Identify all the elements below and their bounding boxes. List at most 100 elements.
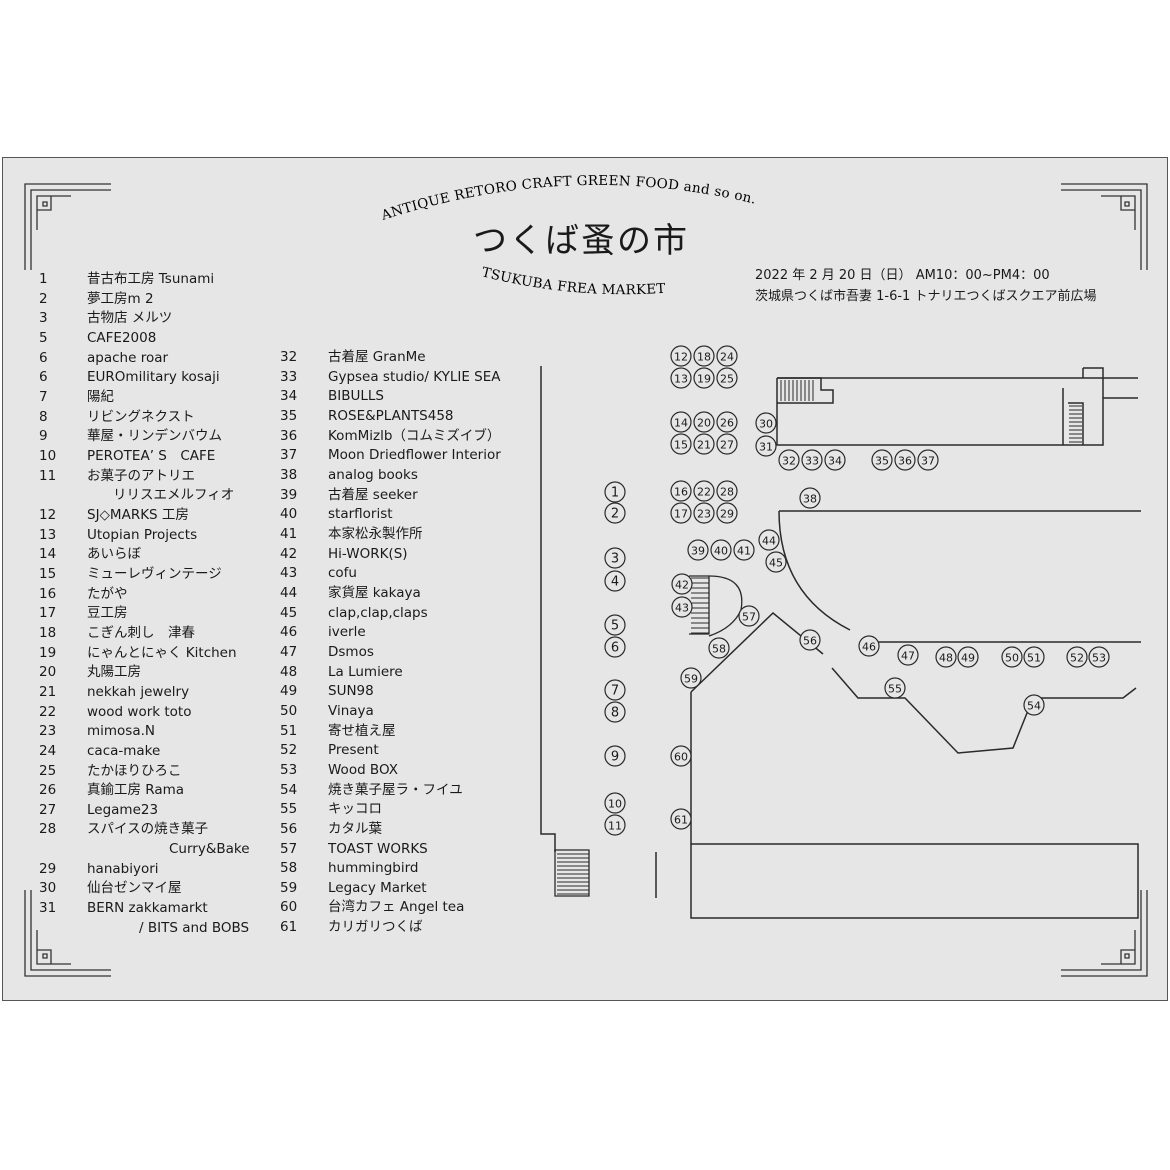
map-wall [776,378,1138,446]
booth-marker: 38 [799,487,821,509]
booth-marker-circle [755,435,777,457]
booth-marker: 54 [1023,694,1045,716]
booth-marker-label: 10 [608,798,622,811]
corner-ornament [1061,183,1148,270]
booth-marker: 57 [738,605,760,627]
vendor-name: nekkah jewelry [87,683,190,700]
map-wall [540,366,556,852]
vendor-number: 55 [280,801,298,818]
booth-marker: 18 [693,345,715,367]
vendor-number: 51 [280,722,298,739]
booth-marker-circle [693,367,715,389]
booth-marker-circle [670,480,692,502]
booth-marker-circle [824,449,846,471]
booth-marker-label: 45 [769,557,783,570]
booth-marker-label: 30 [759,418,773,431]
map-wall [1068,402,1084,445]
vendor-name: Gypsea studio/ KYLIE SEA [328,368,501,385]
booth-marker-circle [671,573,693,595]
booth-marker-label: 3 [611,552,619,567]
booth-marker-circle [716,502,738,524]
vendor-number: 7 [39,388,48,405]
vendor-name: カリガリつくば [328,919,423,936]
booth-marker-circle [799,629,821,651]
vendor-number: 8 [39,408,48,425]
booth-marker: 15 [670,433,692,455]
booth-marker: 19 [693,367,715,389]
booth-marker: 33 [801,449,823,471]
booth-marker-circle [1001,646,1023,668]
booth-marker-circle [670,502,692,524]
vendor-number: 26 [39,782,57,799]
vendor-number: 11 [39,467,57,484]
booth-marker-circle [670,411,692,433]
vendor-number: 46 [280,624,298,641]
vendor-number: 35 [280,407,298,424]
booth-marker-circle [693,411,715,433]
corner-ornaments [24,183,1148,977]
map-wall [831,667,1137,754]
booth-marker-label: 39 [691,545,705,558]
vendor-name: Curry&Bake [169,841,250,858]
booth-marker-circle [604,814,626,836]
vendor-number: 28 [39,821,57,838]
vendor-number: 56 [280,820,298,837]
booth-marker-label: 41 [737,545,751,558]
booth-marker: 32 [778,449,800,471]
booth-marker-label: 22 [697,486,711,499]
booth-marker: 25 [716,367,738,389]
vendor-number: 60 [280,899,298,916]
vendor-number: 59 [280,879,298,896]
booth-marker: 26 [716,411,738,433]
booth-marker-circle [1088,646,1110,668]
vendor-name: KomMizlb（コムミズイブ） [328,427,501,444]
vendor-name: 陽紀 [87,388,114,405]
booth-marker-label: 18 [697,351,711,364]
vendor-number: 58 [280,860,298,877]
booth-marker-circle [693,502,715,524]
booth-marker-circle [1023,694,1045,716]
booth-marker-label: 14 [674,417,688,430]
booth-marker-label: 49 [961,652,975,665]
vendor-name: 古物店 メルツ [87,310,173,327]
vendor-name: apache roar [87,349,169,366]
booth-marker-label: 58 [712,643,726,656]
booth-marker-circle [801,449,823,471]
booth-marker-circle [693,433,715,455]
booth-marker-circle [716,433,738,455]
booth-marker-circle [604,570,626,592]
vendor-number: 34 [280,388,298,405]
booth-marker: 35 [871,449,893,471]
booth-marker-label: 55 [888,683,902,696]
vendor-number: 37 [280,447,298,464]
booth-marker-circle [716,411,738,433]
vendor-number: 13 [39,526,57,543]
vendor-name: CAFE2008 [87,329,157,346]
booth-marker-label: 21 [697,439,711,452]
vendor-name: TOAST WORKS [328,840,428,857]
vendor-name: 昔古布工房 Tsunami [87,271,215,287]
booth-marker: 30 [755,412,777,434]
booth-marker-label: 33 [805,455,819,468]
booth-marker-circle [693,345,715,367]
booth-marker: 21 [693,433,715,455]
vendor-number: 50 [280,702,298,719]
map-wall [777,377,834,404]
booth-marker: 29 [716,502,738,524]
booth-marker-label: 20 [697,417,711,430]
booth-marker-label: 11 [608,820,622,833]
vendor-name: 寄せ植え屋 [328,722,396,739]
vendor-number: 39 [280,486,298,503]
booth-marker: 42 [671,573,693,595]
vendor-name: hummingbird [328,860,419,877]
booth-marker: 28 [716,480,738,502]
booth-marker-label: 38 [803,493,817,506]
booth-marker-circle [710,539,732,561]
vendor-name: Dsmos [328,643,374,660]
booth-marker-circle [894,449,916,471]
booth-marker-circle [858,635,880,657]
booth-marker: 60 [670,745,692,767]
booth-marker: 37 [917,449,939,471]
booth-marker-label: 51 [1027,652,1041,665]
booth-marker-label: 53 [1092,652,1106,665]
